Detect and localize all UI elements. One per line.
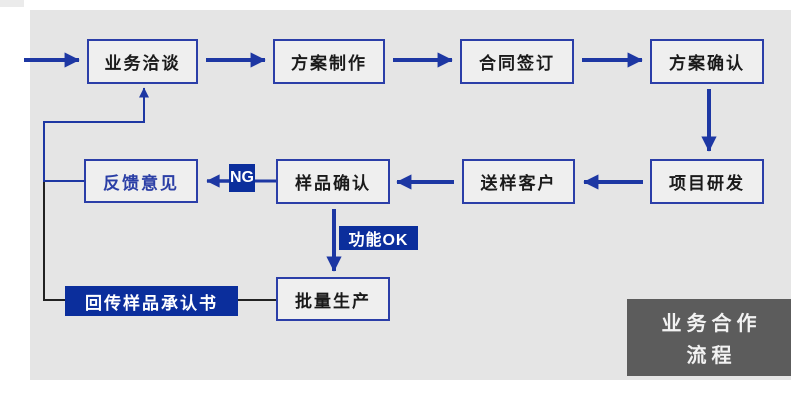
flow-box-sample-confirmation: 样品确认 [276,159,390,204]
flow-box-sample-approval-return: 回传样品承认书 [65,286,238,316]
function-ok-badge: 功能OK [339,226,418,250]
flow-box-mass-production: 批量生产 [276,277,390,321]
arrow-feedback-loop-to-negotiation [43,87,149,182]
ng-badge: NG [229,164,255,192]
flow-box-sample-to-customer: 送样客户 [462,159,575,204]
flow-box-plan-confirmation: 方案确认 [650,39,764,84]
flow-box-contract-signing: 合同签订 [460,39,574,84]
diagram-title-box: 业务合作 流程 [627,299,791,376]
corner-artifact [0,0,24,7]
flow-box-project-rd: 项目研发 [650,159,764,204]
diagram-title-line2: 流程 [686,345,737,367]
flow-box-business-negotiation: 业务洽谈 [87,39,198,84]
flow-box-plan-making: 方案制作 [273,39,385,84]
flow-box-feedback: 反馈意见 [84,159,198,203]
diagram-title-line1: 业务合作 [661,313,762,335]
line-approval-to-loop [43,182,65,301]
